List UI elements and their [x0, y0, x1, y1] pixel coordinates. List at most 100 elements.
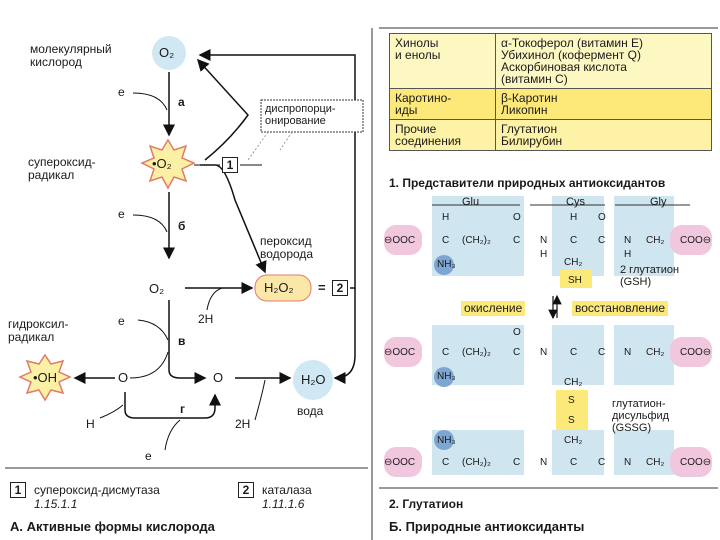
superoxide-star: [140, 138, 196, 190]
enzyme-box-1: 1: [222, 157, 238, 173]
gsh-ch2: CH₂: [646, 235, 665, 246]
electron-v: e: [118, 314, 125, 328]
table-items-cell: Глутатион Билирубин: [495, 119, 712, 151]
water-label: вода: [297, 404, 324, 418]
table-caption: 1. Представители природных антиоксиданто…: [389, 176, 666, 190]
aa-glu: Glu: [462, 196, 480, 208]
caption-right: Б. Природные антиоксиданты: [389, 519, 585, 534]
o-minus: O: [118, 370, 129, 385]
class-text: Хинолы: [395, 36, 439, 50]
gsh-label: 2 глутатион (GSH): [620, 264, 679, 288]
electron-a: e: [118, 85, 125, 99]
antioxidant-table: Хинолы и енолы α-Токоферол (витамин Е) У…: [389, 33, 712, 151]
gssg1-o1: O: [513, 327, 521, 338]
aa-gly: Gly: [650, 196, 667, 208]
table-items-cell: β-Каротин Ликопин: [495, 88, 712, 120]
gssg1-ch2-2: (CH₂)₂: [462, 347, 491, 358]
legend-catalase: каталаза: [262, 483, 312, 497]
item-text: Аскорбиновая кислота: [501, 60, 627, 74]
aa-cys: Cys: [566, 196, 585, 208]
dispro-line1: диспропорци-: [265, 103, 336, 115]
gsh-c2: C: [513, 235, 521, 246]
gssg2-ch2-2: (CH₂)₂: [462, 457, 491, 468]
gssg-s2: S: [568, 415, 575, 426]
gssg-label-line2: дисульфид: [612, 410, 670, 422]
h-ion: H: [86, 417, 95, 431]
gssg2-coo-right: COO⊖: [680, 457, 712, 468]
h2o-bubble: [293, 360, 333, 400]
gsh-c3: C: [570, 235, 578, 246]
hydroxyl-label-line2: радикал: [8, 330, 55, 344]
item-text: Билирубин: [501, 134, 563, 148]
legend-sod-ec: 1.15.1.1: [34, 497, 78, 511]
dispro-line2: онирование: [265, 115, 326, 127]
table-row: Каротино- иды β-Каротин Ликопин: [389, 88, 712, 120]
h2o-formula: H₂O: [301, 372, 326, 387]
item-text: α-Токоферол (витамин Е): [501, 36, 644, 50]
step-b: б: [178, 219, 186, 233]
disproportionation-note: диспропорци- онирование: [265, 103, 336, 127]
gssg2-c3: C: [570, 457, 578, 468]
gsh-c1: C: [442, 235, 450, 246]
gsh-n1: N: [540, 235, 548, 246]
gssg2-n2: N: [624, 457, 632, 468]
mol-oxygen-label: молекулярный кислород: [30, 43, 112, 69]
item-text: β-Каротин: [501, 91, 558, 105]
electron-b: e: [118, 207, 125, 221]
hydroxyl-formula: •OH: [33, 370, 58, 385]
gsh-ch2-cys: CH₂: [564, 257, 583, 268]
gsh-coo-left: ⊖OOC: [384, 235, 416, 246]
gsh-hn1: H: [540, 249, 548, 260]
gssg1-nh3: NH₃: [437, 371, 456, 382]
glutathione-caption: 2. Глутатион: [389, 497, 464, 511]
item-text: Глутатион: [501, 122, 558, 136]
gssg2-nh3: NH₃: [437, 435, 456, 446]
superoxide-label-line1: супероксид-: [28, 155, 96, 169]
gsh-label-line1: 2 глутатион: [620, 264, 680, 276]
gsh-ch2-2: (CH₂)₂: [462, 235, 491, 246]
two-h-g: 2H: [235, 417, 251, 431]
gssg-label-line3: (GSSG): [612, 422, 652, 434]
peroxide-ion: O₂: [149, 281, 165, 296]
gssg2-n1: N: [540, 457, 548, 468]
gsh-nh3: NH₃: [437, 259, 456, 270]
gssg2-c4: C: [598, 457, 606, 468]
gssg2-coo-left: ⊖OOC: [384, 457, 416, 468]
gssg-s1: S: [568, 395, 575, 406]
table-row: Прочие соединения Глутатион Билирубин: [389, 119, 712, 151]
gssg-ch2-b: CH₂: [564, 435, 583, 446]
table-items-cell: α-Токоферол (витамин Е) Убихинол (коферм…: [495, 33, 712, 89]
gsh-h3: H: [570, 212, 578, 223]
gsh-coo-right: COO⊖: [680, 235, 712, 246]
gsh-sh: SH: [568, 275, 582, 286]
gssg1-n1: N: [540, 347, 548, 358]
h2o2-box: [254, 274, 312, 302]
oxidation-label: окисление: [461, 301, 526, 316]
enzyme-box-2: 2: [332, 280, 348, 296]
table-class-cell: Хинолы и енолы: [389, 33, 496, 89]
item-text: Убихинол (кофермент Q): [501, 48, 641, 62]
step-g: г: [180, 402, 185, 416]
gssg1-c1: C: [442, 347, 450, 358]
gsh-n2: N: [624, 235, 632, 246]
legend-box-2: 2: [238, 482, 254, 498]
o-2minus: O: [213, 370, 224, 385]
gsh-h1: H: [442, 212, 450, 223]
legend-box-1: 1: [10, 482, 26, 498]
gsh-o2: O: [598, 212, 606, 223]
step-a: а: [178, 95, 185, 109]
gsh-hn2: H: [624, 249, 632, 260]
class-text: Прочие: [395, 122, 437, 136]
caption-left: А. Активные формы кислорода: [10, 519, 215, 534]
peroxide-label-line2: водорода: [260, 247, 314, 261]
o2-bubble: [152, 36, 186, 70]
table-class-cell: Прочие соединения: [389, 119, 496, 151]
gssg2-c2: C: [513, 457, 521, 468]
gsh-c4: C: [598, 235, 606, 246]
mol-oxygen-line2: кислород: [30, 55, 82, 69]
gssg-label: глутатион- дисульфид (GSSG): [612, 398, 669, 434]
hydroxyl-star: [18, 353, 72, 402]
gssg1-c3: C: [570, 347, 578, 358]
h2o2-formula: H₂O₂: [264, 280, 294, 295]
item-text: (витамин С): [501, 72, 568, 86]
